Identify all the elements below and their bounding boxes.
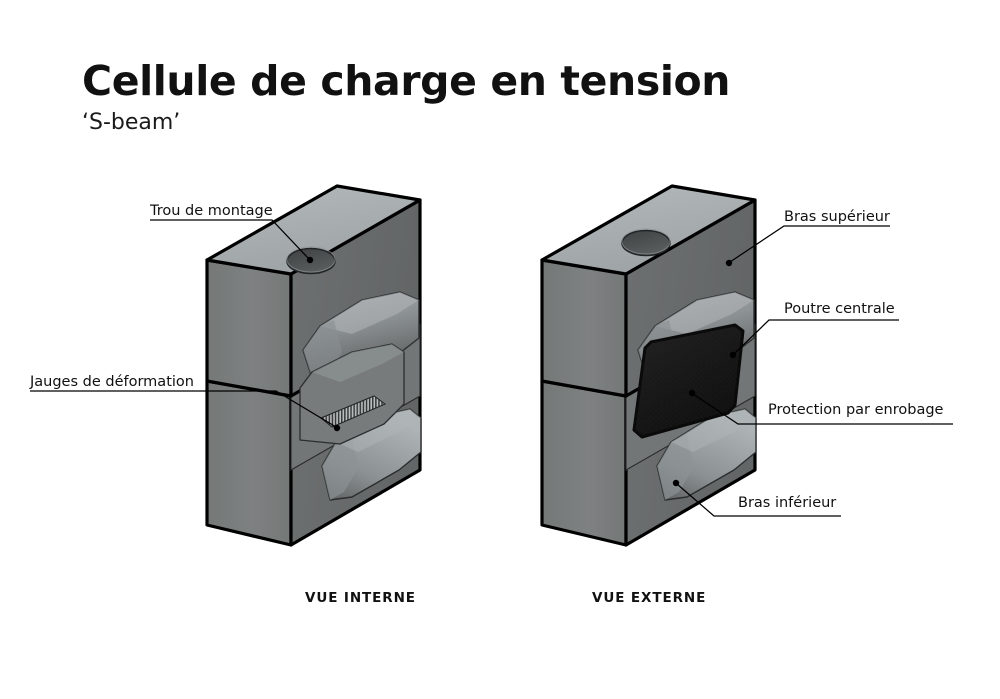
label-central-beam: Poutre centrale: [784, 301, 895, 317]
strain-gauge-grid: [320, 395, 387, 428]
page-subtitle: ‘S-beam’: [82, 110, 181, 135]
lower-cavity-internal: [321, 408, 422, 501]
leader-lower-arm: [672, 479, 841, 517]
label-potting-protection: Protection par enrobage: [768, 402, 944, 418]
upper-arm-internal: [205, 184, 422, 398]
leader-mounting-hole: [150, 219, 314, 264]
label-upper-arm: Bras supérieur: [784, 209, 890, 225]
leader-central-beam: [729, 319, 899, 359]
caption-external-view: VUE EXTERNE: [592, 590, 707, 606]
load-cell-internal-view: [205, 184, 422, 547]
load-cell-external-view: [540, 184, 757, 547]
leader-lines: [30, 219, 953, 517]
leader-upper-arm: [725, 225, 890, 267]
label-lower-arm: Bras inférieur: [738, 495, 837, 511]
mounting-hole-external: [621, 229, 671, 257]
leader-strain-gauges: [30, 390, 341, 432]
leader-potting: [688, 389, 953, 425]
page-title: Cellule de charge en tension: [82, 57, 731, 105]
upper-cavity-internal: [302, 291, 420, 382]
caption-internal-view: VUE INTERNE: [305, 590, 416, 606]
lower-cavity-external: [656, 408, 757, 501]
label-mounting-hole: Trou de montage: [150, 203, 273, 219]
label-strain-gauges: Jauges de déformation: [30, 374, 194, 390]
